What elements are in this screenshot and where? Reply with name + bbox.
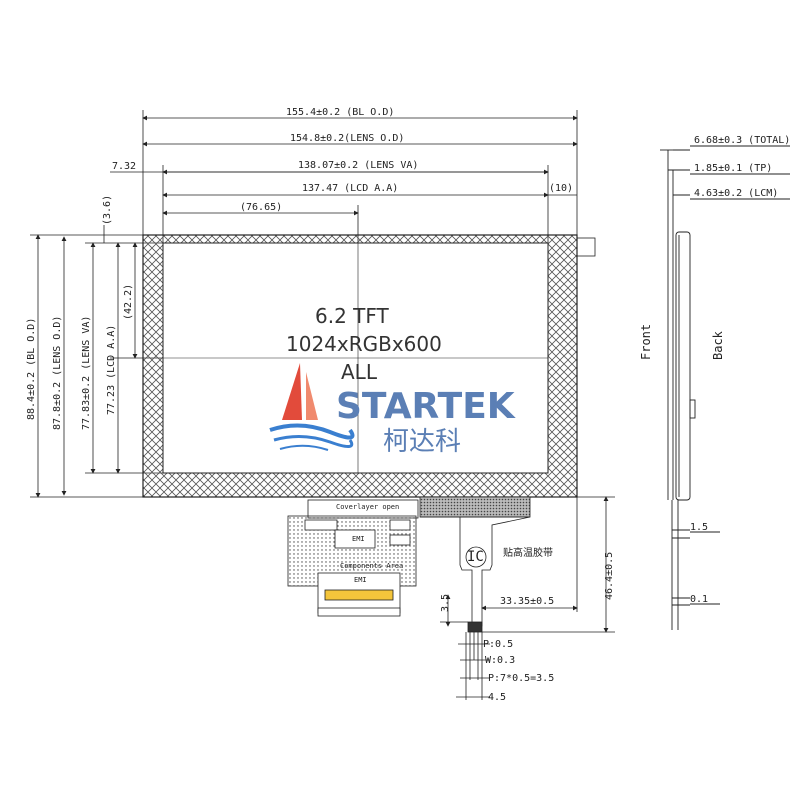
logo-name: STARTEK [336, 386, 516, 427]
dim-lens-va-height: 77.83±0.2 (LENS VA) [81, 316, 92, 430]
dim-side-01: 0.1 [690, 594, 708, 605]
panel-all-text: ALL [341, 360, 378, 384]
dim-fpc-35: 3.5 [440, 594, 451, 612]
fpc-dimensions [440, 496, 615, 700]
dim-offset-36: (3.6) [102, 195, 113, 225]
top-dimensions [110, 110, 578, 243]
dim-lcd-aa-height: 77.23 (LCD A.A) [106, 325, 117, 415]
dim-lens-va-width: 138.07±0.2 (LENS VA) [298, 160, 418, 171]
dim-offset-732: 7.32 [112, 161, 136, 172]
left-dimensions [30, 225, 163, 498]
logo-cn: 柯达科 [383, 427, 461, 457]
lcd-panel [142, 234, 596, 498]
side-view [660, 145, 790, 630]
dim-lcm: 4.63±0.2 (LCM) [694, 188, 778, 199]
dim-width: W:0.3 [485, 655, 515, 666]
dim-lcd-aa-width: 137.47 (LCD A.A) [302, 183, 398, 194]
dim-pins: P:7*0.5=3.5 [488, 673, 554, 684]
dim-tp: 1.85±0.1 (TP) [694, 163, 772, 174]
dim-fpc-width: 33.35±0.5 [500, 596, 554, 607]
panel-size-text: 6.2 TFT [315, 304, 390, 328]
dim-fpc-45: 4.5 [488, 692, 506, 703]
dim-bl-od-height: 88.4±0.2 (BL O.D) [26, 318, 37, 420]
label-ic: IC [467, 549, 484, 565]
dim-lens-od-width: 154.8±0.2(LENS O.D) [290, 133, 404, 144]
label-front: Front [639, 324, 653, 360]
dim-fpc-height: 46.4±0.5 [604, 552, 615, 600]
dim-center-422: (42.2) [123, 284, 134, 320]
dim-pitch: P:0.5 [483, 639, 513, 650]
panel-resolution-text: 1024xRGBx600 [286, 332, 442, 356]
label-back: Back [711, 330, 725, 360]
fpc-flex [287, 496, 531, 633]
dim-bl-od-width: 155.4±0.2 (BL O.D) [286, 107, 394, 118]
dim-total: 6.68±0.3 (TOTAL) [694, 135, 790, 146]
label-components: Components Area [340, 562, 403, 570]
dim-center-7665: (76.65) [240, 202, 282, 213]
label-emi-1: EMI [352, 535, 365, 543]
startek-logo [269, 363, 355, 451]
label-coverlayer: Coverlayer open [336, 503, 399, 511]
label-tape: 贴高温胶带 [503, 546, 553, 559]
dim-lens-od-height: 87.8±0.2 (LENS O.D) [52, 316, 63, 430]
label-emi-2: EMI [354, 576, 367, 584]
dim-offset-10: (10) [549, 183, 573, 194]
dim-side-15: 1.5 [690, 522, 708, 533]
